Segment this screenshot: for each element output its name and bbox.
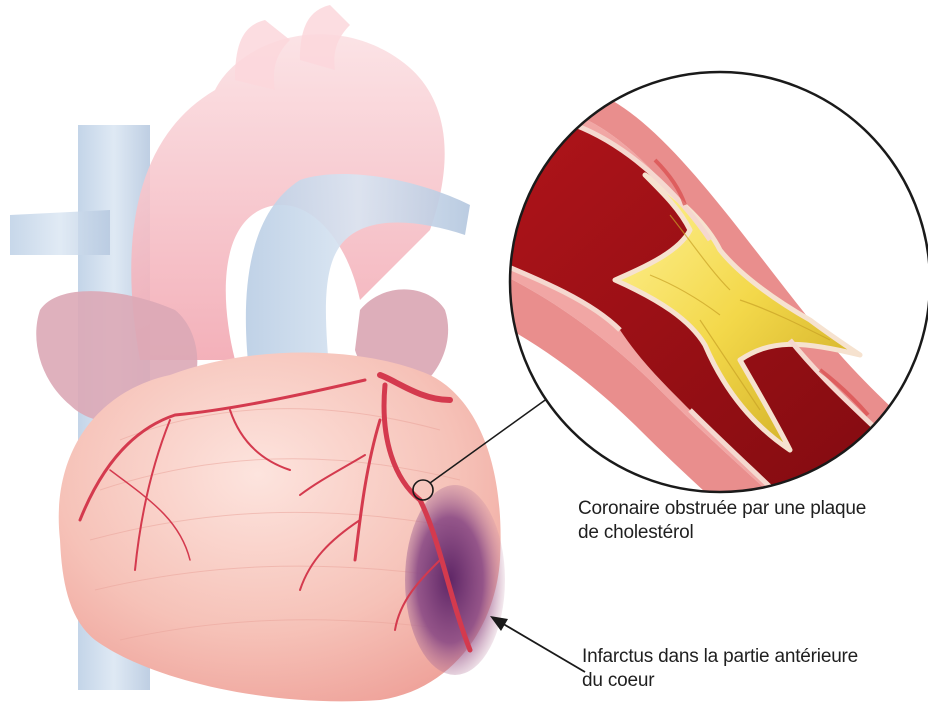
occluded-artery-label-line1: Coronaire obstruée par une plaque (578, 497, 866, 521)
heart (10, 5, 505, 701)
occluded-artery-label: Coronaire obstruée par une plaque de cho… (578, 497, 866, 545)
infarct-label-line2: du coeur (582, 669, 858, 693)
infarct-label-line1: Infarctus dans la partie antérieure (582, 645, 858, 669)
occluded-artery-label-line2: de cholestérol (578, 521, 866, 545)
pulmonary-vein-left (10, 210, 110, 255)
infarct-label: Infarctus dans la partie antérieure du c… (582, 645, 858, 693)
infarct-arrow (490, 616, 585, 672)
